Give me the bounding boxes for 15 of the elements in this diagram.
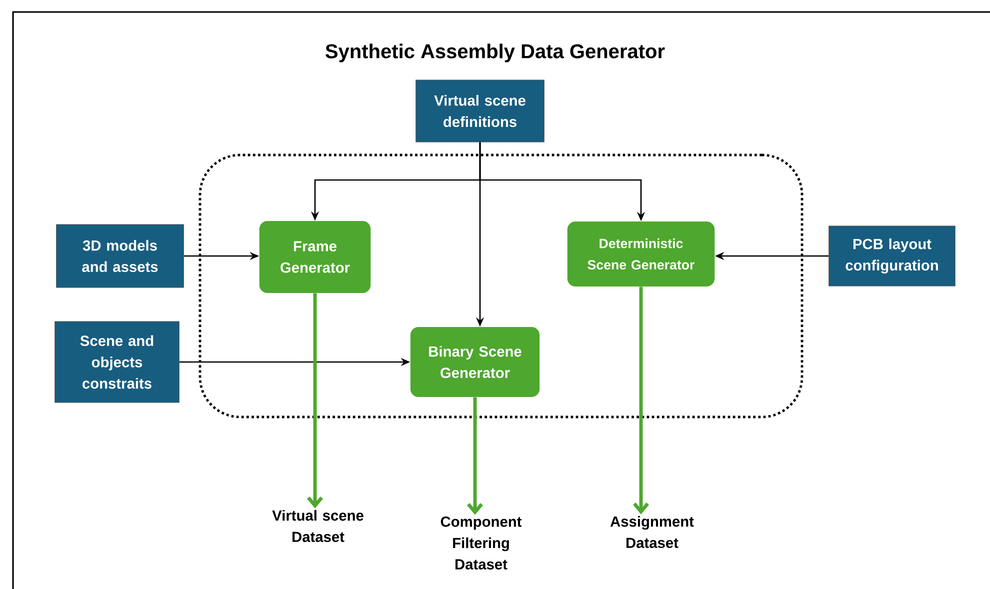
arrow (633, 286, 649, 514)
input-box: Virtual scene definitions (416, 80, 544, 142)
output-label: Component Filtering Dataset (440, 516, 522, 570)
title: Synthetic Assembly Data Generator (326, 44, 665, 62)
dotted-group-box (198, 154, 804, 418)
generator-box: Binary Scene Generator (410, 327, 540, 397)
arrow (467, 397, 483, 515)
input-box: Scene and objects constraits (54, 321, 180, 403)
output-label: Virtual scene Dataset (272, 510, 364, 542)
arrow (307, 293, 323, 508)
generator-box: Deterministic Scene Generator (567, 221, 715, 287)
input-box: 3D models and assets (56, 224, 184, 288)
input-box: PCB layout configuration (828, 226, 956, 286)
output-label: Assignment Dataset (610, 516, 694, 548)
generator-box: Frame Generator (259, 221, 371, 293)
